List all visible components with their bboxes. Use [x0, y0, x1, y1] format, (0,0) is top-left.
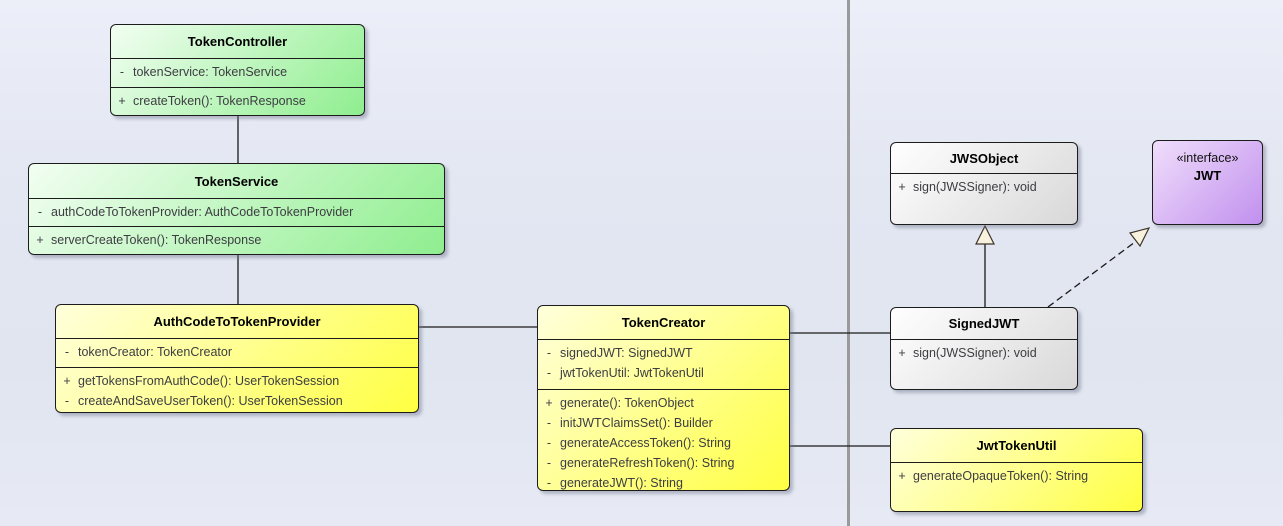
method-text: generate(): TokenObject	[560, 396, 694, 410]
method-row: - generateAccessToken(): String	[538, 433, 789, 453]
visibility-marker: +	[545, 396, 553, 410]
visibility-marker: +	[898, 180, 906, 194]
method-row: + generateOpaqueToken(): String	[891, 466, 1142, 486]
visibility-marker: +	[898, 469, 906, 483]
method-text: sign(JWSSigner): void	[913, 346, 1037, 360]
attributes-compartment: - signedJWT: SignedJWT - jwtTokenUtil: J…	[538, 339, 789, 389]
method-row: - initJWTClaimsSet(): Builder	[538, 413, 789, 433]
page-divider	[847, 0, 850, 526]
method-text: sign(JWSSigner): void	[913, 180, 1037, 194]
class-title: TokenService	[194, 173, 279, 189]
attribute-row: - tokenService: TokenService	[111, 62, 364, 82]
attribute-text: authCodeToTokenProvider: AuthCodeToToken…	[51, 205, 354, 219]
method-text: getTokensFromAuthCode(): UserTokenSessio…	[78, 374, 340, 388]
attribute-text: tokenService: TokenService	[133, 65, 288, 79]
method-row: - createAndSaveUserToken(): UserTokenSes…	[56, 391, 418, 411]
method-row: + createToken(): TokenResponse	[111, 91, 364, 111]
attributes-compartment: - tokenService: TokenService	[111, 58, 364, 87]
class-title: JwtTokenUtil	[976, 438, 1057, 453]
class-title: JWSObject	[949, 150, 1019, 166]
class-token-service[interactable]: TokenService - authCodeToTokenProvider: …	[28, 163, 445, 255]
method-row: + getTokensFromAuthCode(): UserTokenSess…	[56, 371, 418, 391]
attribute-row: - authCodeToTokenProvider: AuthCodeToTok…	[29, 202, 444, 222]
class-token-controller[interactable]: TokenController - tokenService: TokenSer…	[110, 24, 365, 116]
methods-compartment: + getTokensFromAuthCode(): UserTokenSess…	[56, 367, 418, 412]
method-row: + serverCreateToken(): TokenResponse	[29, 230, 444, 250]
method-text: serverCreateToken(): TokenResponse	[51, 233, 262, 247]
class-title: SignedJWT	[948, 316, 1020, 331]
generalization-arrowhead-icon	[975, 224, 995, 245]
visibility-marker: -	[64, 394, 70, 408]
visibility-marker: -	[119, 65, 125, 79]
attribute-row: - tokenCreator: TokenCreator	[56, 342, 418, 362]
method-text: generateRefreshToken(): String	[560, 456, 735, 470]
method-text: generateJWT(): String	[560, 476, 683, 490]
methods-compartment: + sign(JWSSigner): void	[891, 339, 1077, 389]
visibility-marker: +	[118, 94, 126, 108]
attributes-compartment: - tokenCreator: TokenCreator	[56, 338, 418, 367]
class-title: TokenController	[187, 34, 288, 49]
visibility-marker: -	[546, 346, 552, 360]
method-text: generateAccessToken(): String	[560, 436, 731, 450]
methods-compartment: + generateOpaqueToken(): String	[891, 462, 1142, 511]
class-auth-code-to-token-provider[interactable]: AuthCodeToTokenProvider - tokenCreator: …	[55, 304, 419, 413]
methods-compartment: + createToken(): TokenResponse	[111, 87, 364, 115]
method-row: - generateRefreshToken(): String	[538, 453, 789, 473]
method-text: createToken(): TokenResponse	[133, 94, 306, 108]
method-text: initJWTClaimsSet(): Builder	[560, 416, 713, 430]
attribute-text: signedJWT: SignedJWT	[560, 346, 693, 360]
class-token-creator[interactable]: TokenCreator - signedJWT: SignedJWT - jw…	[537, 305, 790, 491]
visibility-marker: +	[63, 374, 71, 388]
visibility-marker: -	[64, 345, 70, 359]
attribute-text: jwtTokenUtil: JwtTokenUtil	[560, 366, 704, 380]
method-row: + sign(JWSSigner): void	[891, 343, 1077, 363]
attribute-row: - signedJWT: SignedJWT	[538, 343, 789, 363]
realization-signedjwt-jwt[interactable]	[1047, 241, 1136, 308]
visibility-marker: -	[546, 476, 552, 490]
class-jwt-token-util[interactable]: JwtTokenUtil + generateOpaqueToken(): St…	[890, 428, 1143, 512]
visibility-marker: -	[546, 416, 552, 430]
class-title: TokenCreator	[621, 315, 706, 330]
methods-compartment: + generate(): TokenObject - initJWTClaim…	[538, 389, 789, 490]
interface-title: JWT	[1193, 168, 1222, 183]
methods-compartment: + serverCreateToken(): TokenResponse	[29, 226, 444, 254]
attribute-row: - jwtTokenUtil: JwtTokenUtil	[538, 363, 789, 383]
method-text: createAndSaveUserToken(): UserTokenSessi…	[78, 394, 343, 408]
stereotype-label: «interface»	[1176, 151, 1239, 165]
class-jws-object[interactable]: JWSObject + sign(JWSSigner): void	[890, 142, 1078, 225]
methods-compartment: + sign(JWSSigner): void	[891, 173, 1077, 224]
attribute-text: tokenCreator: TokenCreator	[78, 345, 233, 359]
class-title: AuthCodeToTokenProvider	[153, 314, 321, 329]
visibility-marker: -	[546, 456, 552, 470]
attributes-compartment: - authCodeToTokenProvider: AuthCodeToTok…	[29, 198, 444, 226]
method-row: - generateJWT(): String	[538, 473, 789, 490]
visibility-marker: -	[37, 205, 43, 219]
visibility-marker: -	[546, 366, 552, 380]
interface-jwt[interactable]: «interface» JWT	[1152, 140, 1263, 225]
visibility-marker: +	[36, 233, 44, 247]
method-row: + sign(JWSSigner): void	[891, 177, 1077, 197]
visibility-marker: -	[546, 436, 552, 450]
class-signed-jwt[interactable]: SignedJWT + sign(JWSSigner): void	[890, 307, 1078, 390]
visibility-marker: +	[898, 346, 906, 360]
realization-arrowhead-icon	[1128, 227, 1151, 248]
method-row: + generate(): TokenObject	[538, 393, 789, 413]
method-text: generateOpaqueToken(): String	[913, 469, 1089, 483]
